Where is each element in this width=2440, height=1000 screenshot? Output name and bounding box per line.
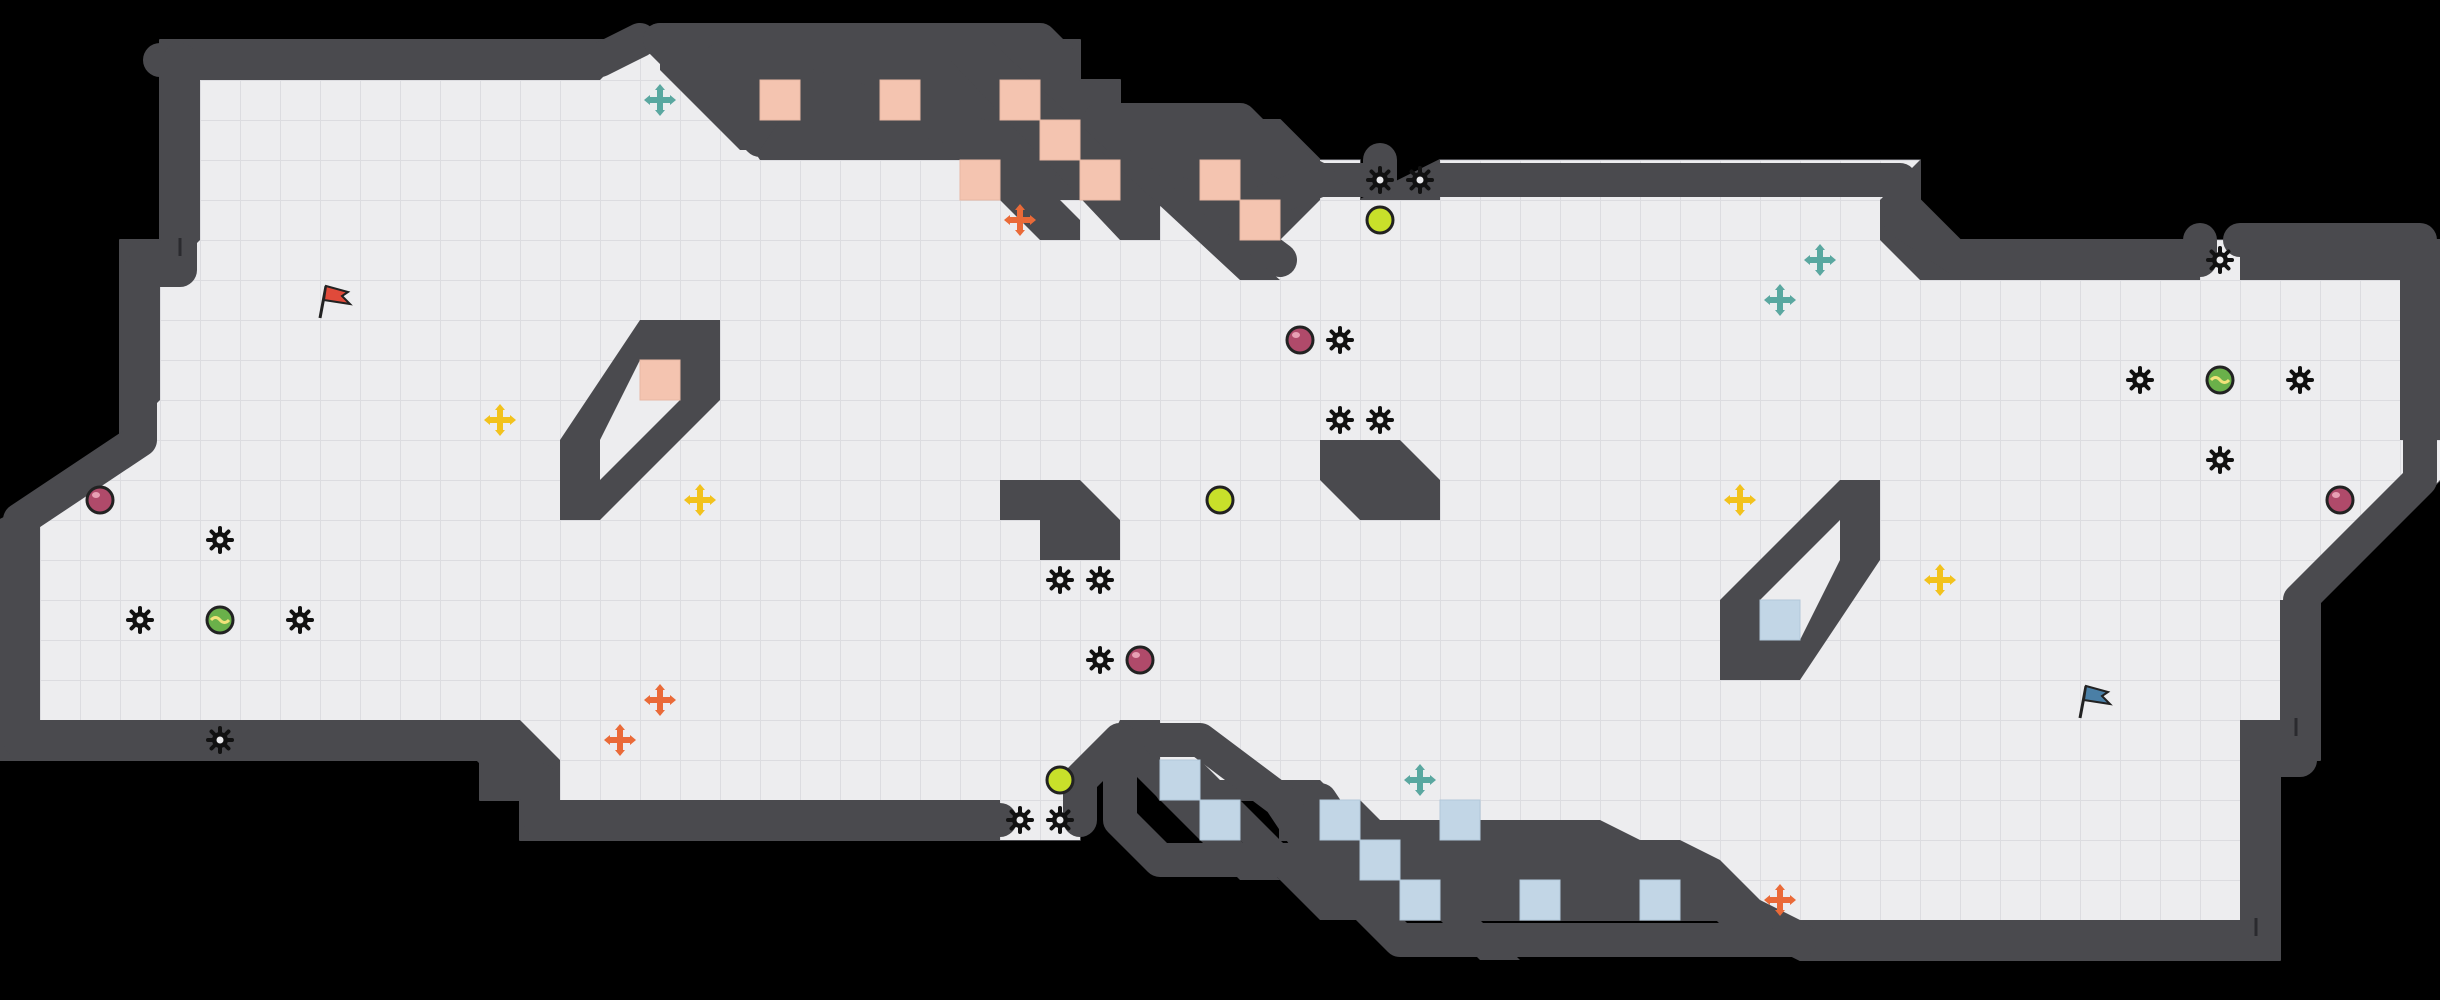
spike-mine-icon (286, 606, 314, 634)
spike-mine-icon (1006, 806, 1034, 834)
pieces-layer (85, 84, 2355, 916)
spike-mine-icon (1046, 566, 1074, 594)
red-flag-icon (318, 284, 353, 319)
green-ball-icon (205, 605, 235, 635)
spike-mine-icon (1046, 806, 1074, 834)
lime-ball-icon (1365, 205, 1395, 235)
spike-mine-icon (1366, 406, 1394, 434)
purple-orb-icon (1125, 645, 1155, 675)
floor-layer (40, 40, 2440, 920)
purple-orb-icon (2325, 485, 2355, 515)
spike-mine-icon (1086, 566, 1114, 594)
spike-mine-icon (2126, 366, 2154, 394)
wall-ticks (178, 238, 2298, 936)
lime-ball-icon (1205, 485, 1235, 515)
spike-mine-icon (1086, 646, 1114, 674)
green-ball-icon (2205, 365, 2235, 395)
spike-mine-icon (126, 606, 154, 634)
spike-mine-icon (1366, 166, 1394, 194)
spike-mine-icon (1326, 326, 1354, 354)
spike-mine-icon (206, 726, 234, 754)
tinted-tiles-peach (639, 79, 1281, 401)
spike-mine-icon (206, 526, 234, 554)
spike-mine-icon (1326, 406, 1354, 434)
purple-orb-icon (1285, 325, 1315, 355)
spike-mine-icon (2206, 446, 2234, 474)
spike-mine-icon (2286, 366, 2314, 394)
lime-ball-icon (1045, 765, 1075, 795)
blue-flag-icon (2078, 684, 2113, 719)
tinted-tiles-blue (1159, 599, 1801, 921)
spike-mine-icon (1406, 166, 1434, 194)
purple-orb-icon (85, 485, 115, 515)
spike-mine-icon (2206, 246, 2234, 274)
